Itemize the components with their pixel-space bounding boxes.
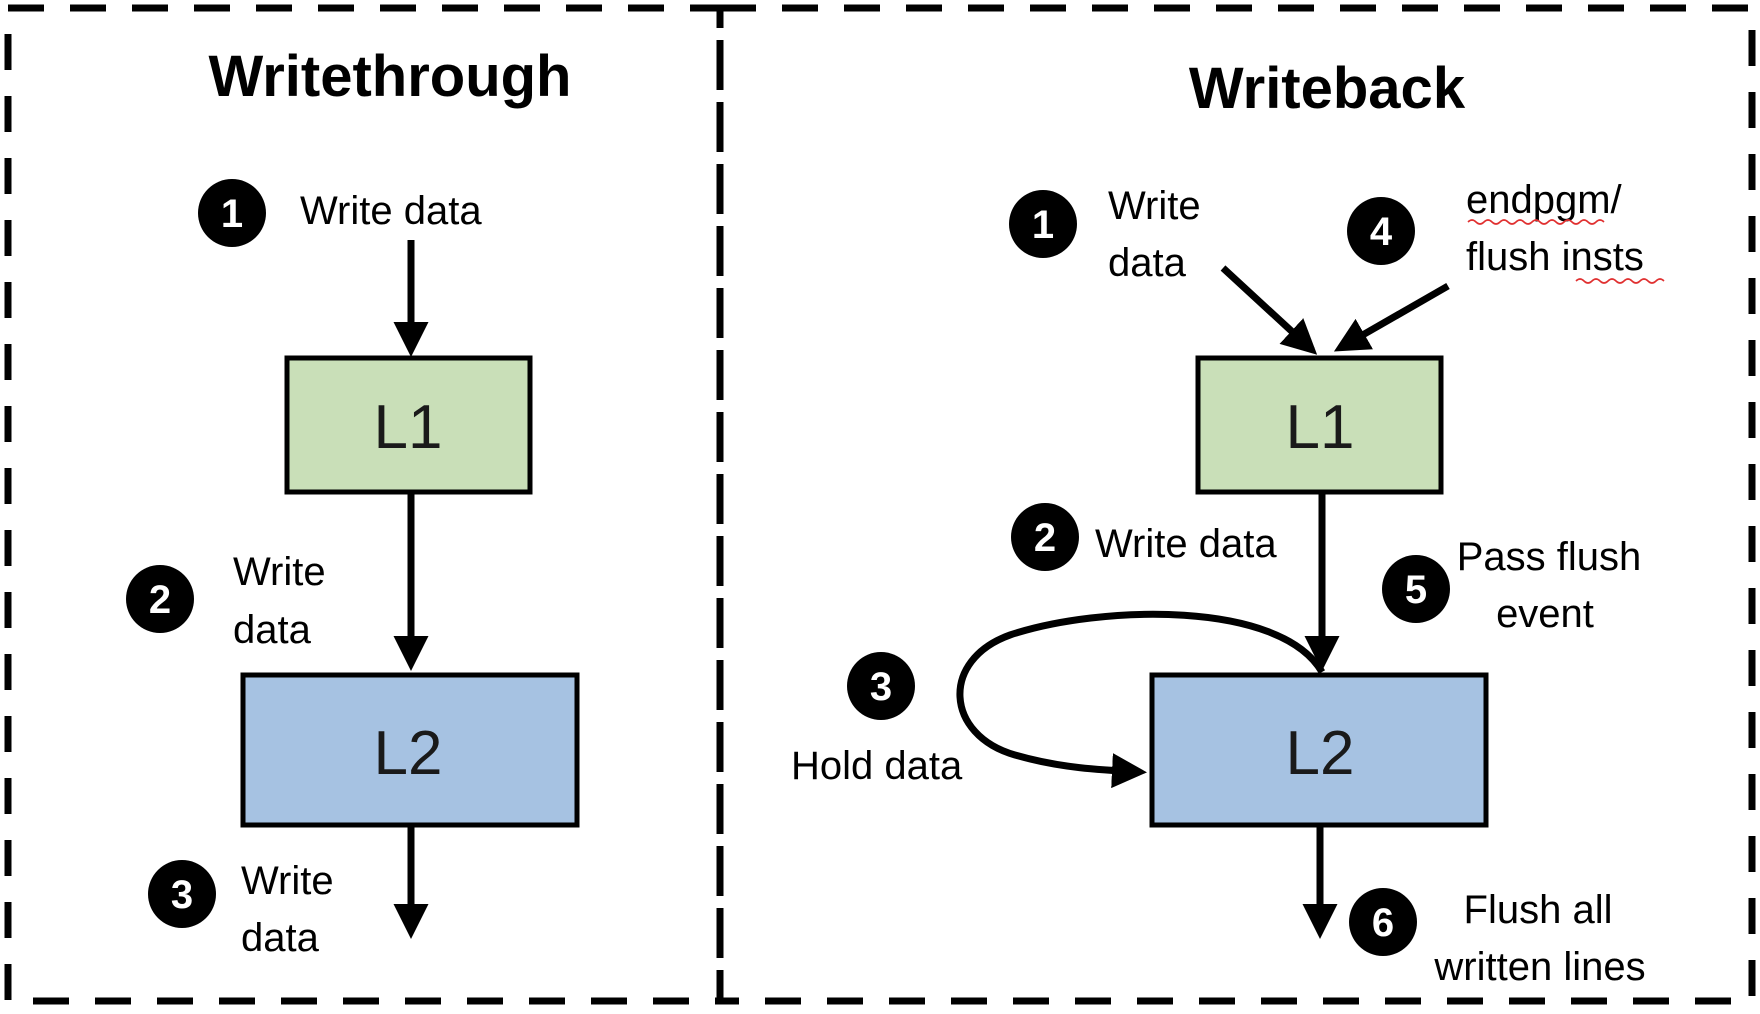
- spellcheck-underline-insts: [1575, 278, 1665, 284]
- wb-step-2: 2 Write data: [1011, 503, 1277, 571]
- wb-arrow-write-to-l1: [1220, 265, 1318, 355]
- step-badge: [198, 179, 266, 247]
- step-label-line-2: data: [233, 608, 312, 652]
- wb-l2-label: L2: [1286, 719, 1355, 788]
- wt-step-1: 1 Write data: [198, 179, 482, 247]
- wt-l1-box: [284, 355, 533, 495]
- step-label-line-1: Write: [1108, 184, 1201, 228]
- step-label-line-1: Flush all: [1464, 888, 1613, 932]
- step-number: 1: [1032, 203, 1054, 247]
- step-label: Write data: [1095, 522, 1277, 566]
- writeback-panel-border: [716, 4, 1756, 1005]
- step-label-line-2: data: [241, 916, 320, 960]
- step-label-line-1: Write: [233, 550, 326, 594]
- wb-step-3: 3 Hold data: [791, 652, 963, 788]
- wb-l1-label: L1: [1286, 393, 1355, 462]
- step-badge: [126, 565, 194, 633]
- step-number: 3: [870, 665, 892, 709]
- step-badge: [148, 860, 216, 928]
- spellcheck-underline-endpgm: [1467, 219, 1605, 225]
- step-label-line-2: event: [1496, 592, 1594, 636]
- wb-hold-loop-arrow: [956, 610, 1326, 789]
- wb-step-4: 4 endpgm/ flush insts: [1347, 178, 1644, 279]
- writethrough-title: Writethrough: [209, 44, 572, 109]
- wb-arrow-flush-to-l1: [1333, 282, 1450, 352]
- step-number: 3: [171, 873, 193, 917]
- step-number: 5: [1405, 568, 1427, 612]
- step-number: 1: [221, 192, 243, 236]
- step-number: 6: [1372, 901, 1394, 945]
- wb-l1-box: [1195, 355, 1444, 495]
- step-label-line-1: Write: [241, 859, 334, 903]
- wb-step-1: 1 Write data: [1009, 184, 1201, 285]
- step-label-line-2: written lines: [1433, 945, 1645, 989]
- wt-l1-label: L1: [374, 393, 443, 462]
- wb-step-5: 5 Pass flush event: [1382, 535, 1641, 636]
- step-badge: [1349, 888, 1417, 956]
- step-number: 2: [149, 578, 171, 622]
- step-label-line-1: Pass flush: [1457, 535, 1642, 579]
- step-badge: [1382, 555, 1450, 623]
- wb-l2-box: [1149, 672, 1489, 828]
- step-number: 2: [1034, 516, 1056, 560]
- writethrough-panel-border: [4, 4, 724, 1005]
- step-badge: [1011, 503, 1079, 571]
- wt-step-3: 3 Write data: [148, 859, 334, 960]
- step-label-line-2: flush insts: [1466, 235, 1644, 279]
- step-badge: [1347, 197, 1415, 265]
- step-label: Write data: [300, 189, 482, 233]
- step-label-line-2: data: [1108, 241, 1187, 285]
- writeback-title: Writeback: [1189, 56, 1466, 121]
- wt-l2-box: [240, 672, 580, 828]
- step-badge: [847, 652, 915, 720]
- step-number: 4: [1370, 210, 1393, 254]
- step-label-line-1: endpgm/: [1466, 178, 1623, 222]
- wt-l2-label: L2: [374, 719, 443, 788]
- wt-step-2: 2 Write data: [126, 550, 326, 652]
- wb-step-6: 6 Flush all written lines: [1349, 888, 1646, 989]
- step-badge: [1009, 190, 1077, 258]
- step-label: Hold data: [791, 744, 963, 788]
